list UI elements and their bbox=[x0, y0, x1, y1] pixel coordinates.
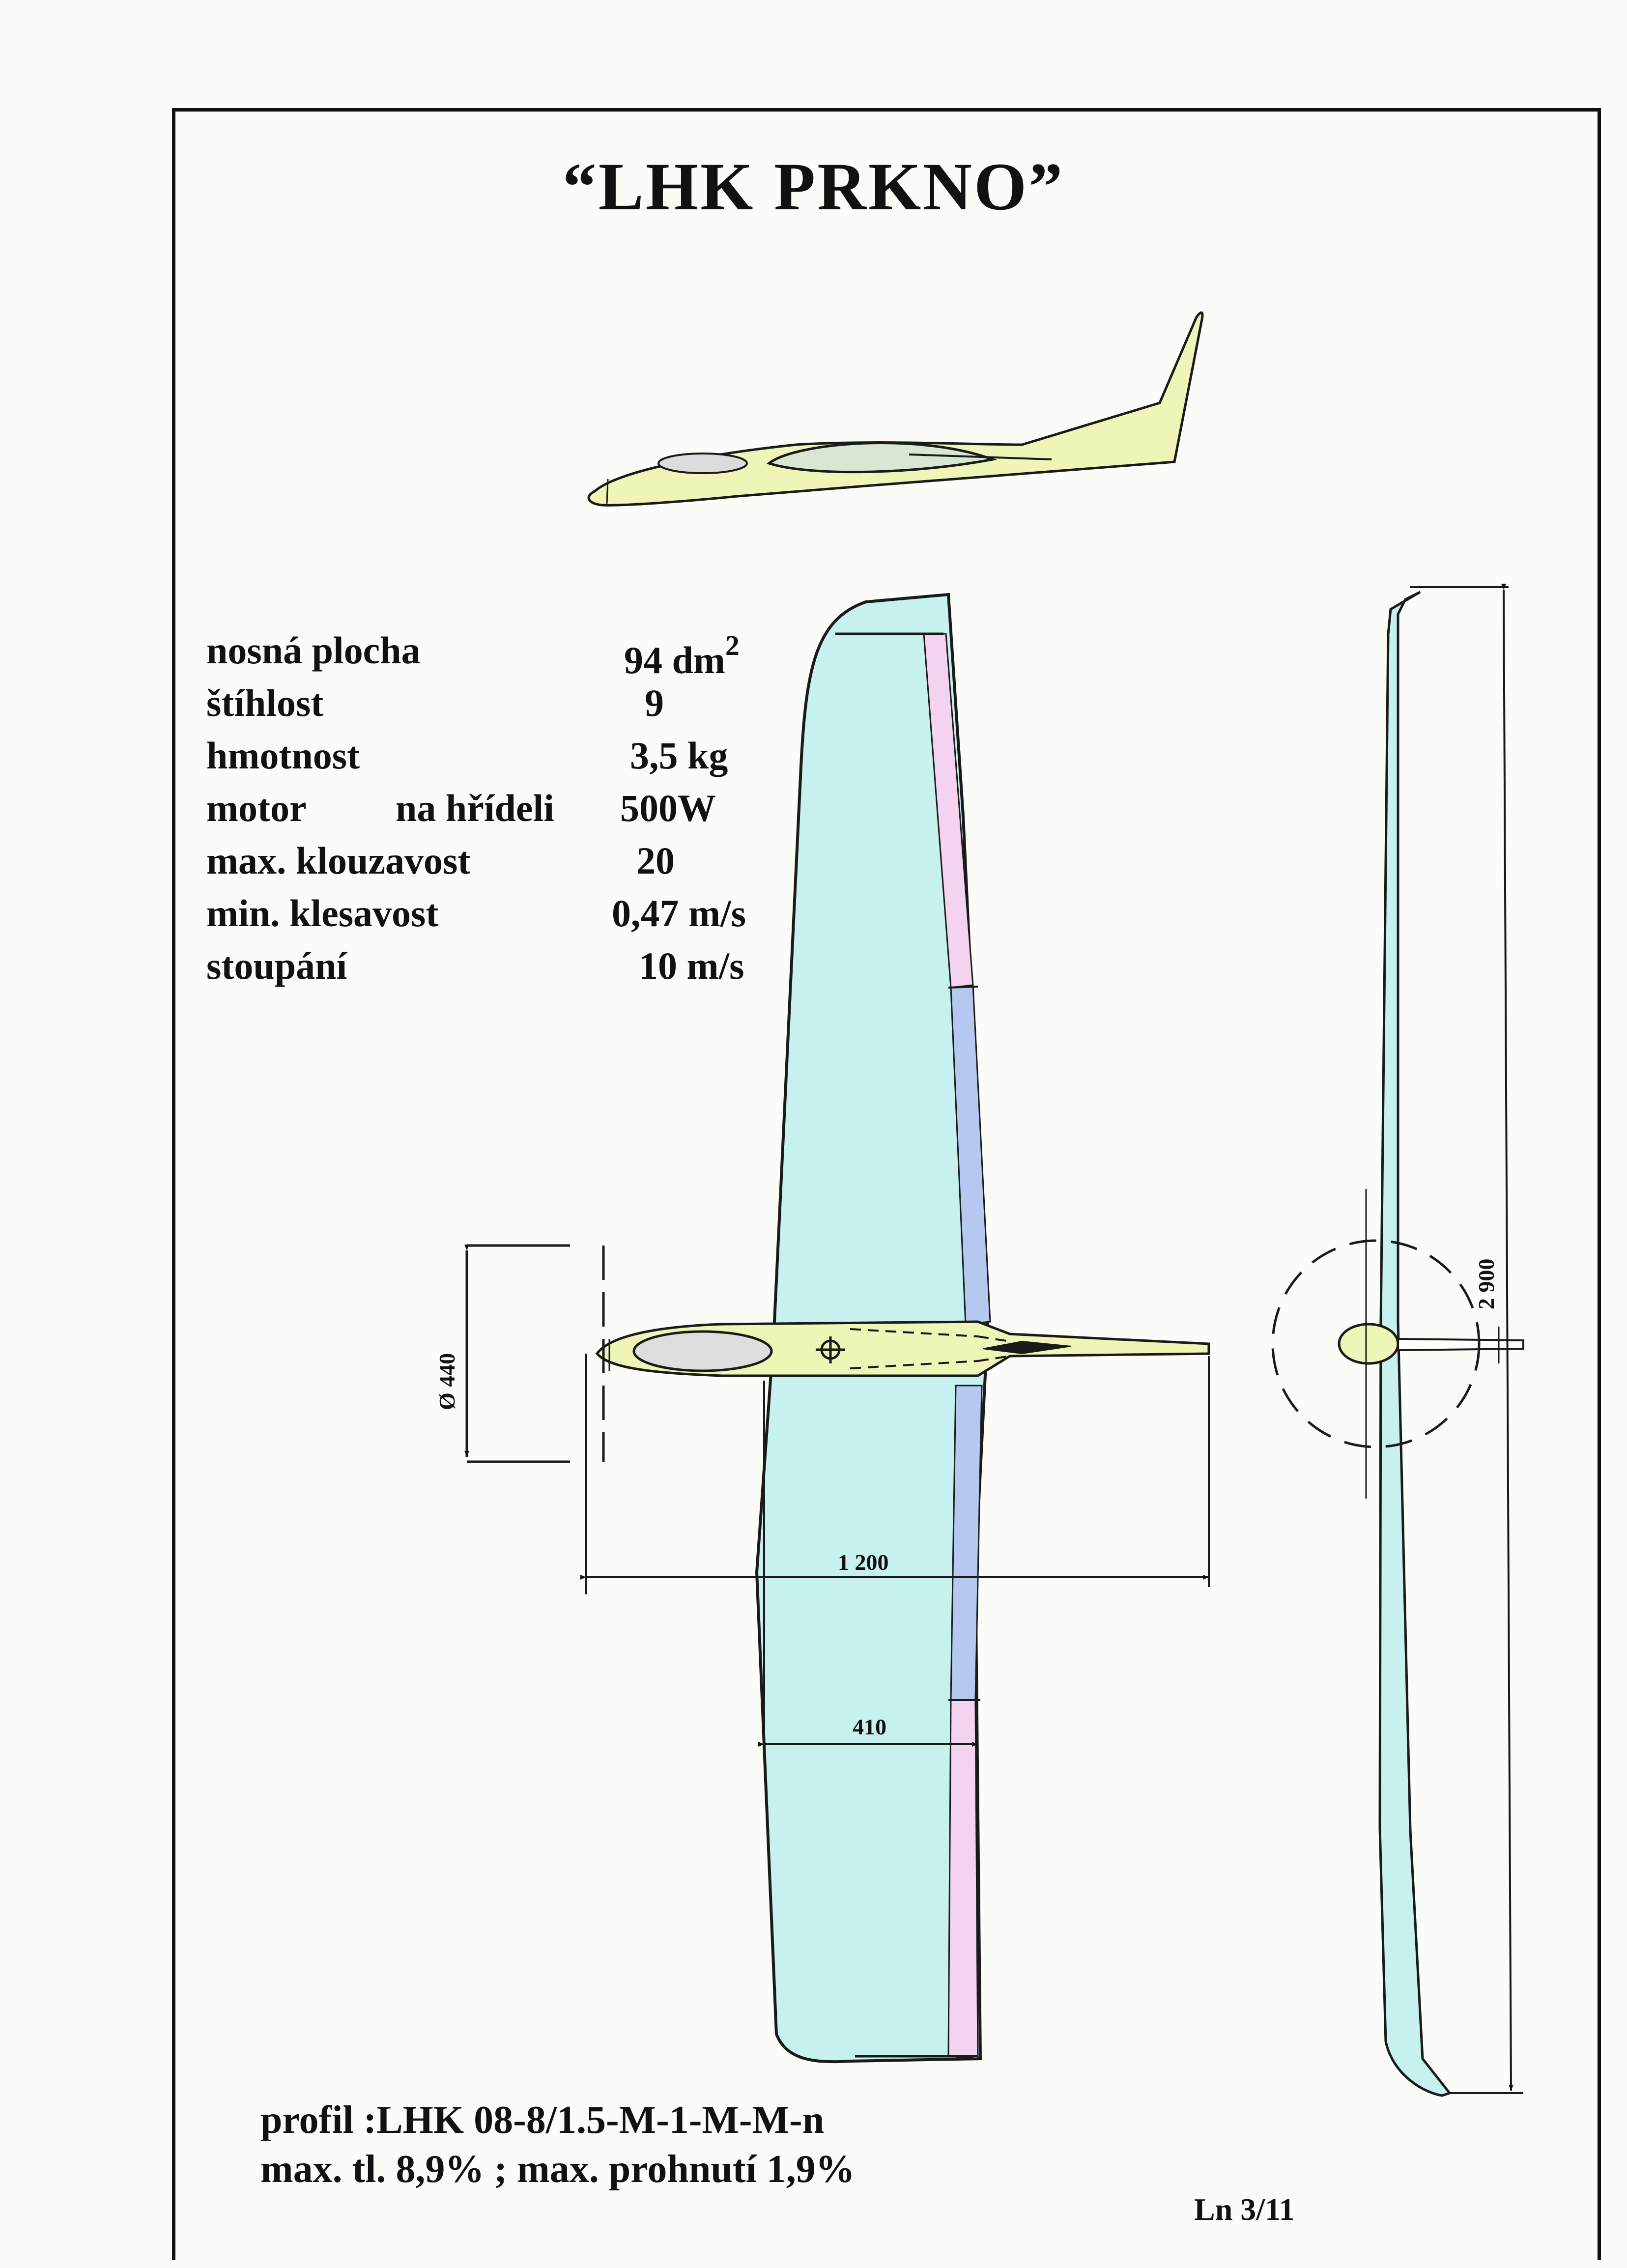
lower-flap bbox=[947, 1699, 979, 2060]
prop-disk-circle bbox=[1271, 1239, 1481, 1448]
upper-aileron bbox=[950, 984, 991, 1325]
spec-value: 20 bbox=[636, 839, 675, 882]
span-dim-text: 2 900 bbox=[1474, 1259, 1499, 1310]
chord-dim-text: 410 bbox=[853, 1714, 886, 1739]
spec-row: min. klesavost 0,47 m/s bbox=[206, 887, 796, 939]
spec-label: motor bbox=[206, 787, 307, 829]
side-view bbox=[587, 311, 1204, 507]
spec-row: stoupání 10 m/s bbox=[206, 939, 796, 992]
spec-value: 0,47 m/s bbox=[612, 892, 746, 935]
drawing-frame bbox=[172, 108, 1601, 2260]
spec-label: max. klouzavost bbox=[206, 839, 471, 882]
top-view-canopy bbox=[632, 1330, 773, 1372]
spec-label: hmotnost bbox=[206, 734, 360, 777]
sheet-number: Ln 3/11 bbox=[1194, 2192, 1295, 2227]
front-view-fuselage bbox=[1338, 1323, 1399, 1365]
stab-tail bbox=[982, 1340, 1072, 1355]
spec-row: hmotnost 3,5 kg bbox=[206, 729, 796, 782]
front-view-wing bbox=[1378, 591, 1452, 2097]
spec-value: 9 bbox=[645, 681, 664, 724]
profile-line-2: max. tl. 8,9% ; max. prohnutí 1,9% bbox=[260, 2148, 855, 2191]
spec-label-secondary: na hřídeli bbox=[396, 787, 554, 829]
spec-value: 94 dm2 bbox=[624, 629, 740, 681]
spec-value: 500W bbox=[620, 787, 716, 829]
spec-row: štíhlost 9 bbox=[206, 677, 796, 729]
spec-row: motor na hřídeli 500W bbox=[206, 782, 796, 834]
spec-label: min. klesavost bbox=[206, 892, 439, 935]
spec-table: nosná plocha 94 dm2 štíhlost 9 hmotnost … bbox=[206, 624, 796, 992]
top-view: Ø 440 1 200 410 bbox=[434, 593, 1210, 2064]
side-view-stab bbox=[909, 454, 1052, 460]
side-view-canopy-front bbox=[657, 453, 748, 474]
spec-row: max. klouzavost 20 bbox=[206, 834, 796, 887]
side-view-wing-section bbox=[766, 442, 998, 474]
length-dim-text: 1 200 bbox=[838, 1550, 889, 1575]
spec-label: nosná plocha bbox=[206, 629, 421, 672]
spec-value: 3,5 kg bbox=[630, 734, 728, 777]
side-view-fuselage bbox=[587, 311, 1204, 507]
spec-label: štíhlost bbox=[206, 681, 324, 724]
spec-label: stoupání bbox=[206, 944, 347, 987]
front-view: 2 900 bbox=[1271, 583, 1524, 2097]
side-view-nose-line bbox=[606, 479, 609, 504]
drawing-title: “LHK PRKNO” bbox=[562, 149, 1065, 224]
span-dim-line bbox=[1501, 583, 1513, 2091]
spec-row: nosná plocha 94 dm2 bbox=[206, 624, 796, 681]
front-view-fin bbox=[1397, 1337, 1524, 1352]
aileron-break-upper bbox=[948, 986, 978, 989]
spec-value: 10 m/s bbox=[639, 944, 744, 987]
profile-line-1: profil :LHK 08-8/1.5-M-1-M-M-n bbox=[260, 2098, 825, 2142]
prop-dim-text: Ø 440 bbox=[434, 1353, 459, 1410]
